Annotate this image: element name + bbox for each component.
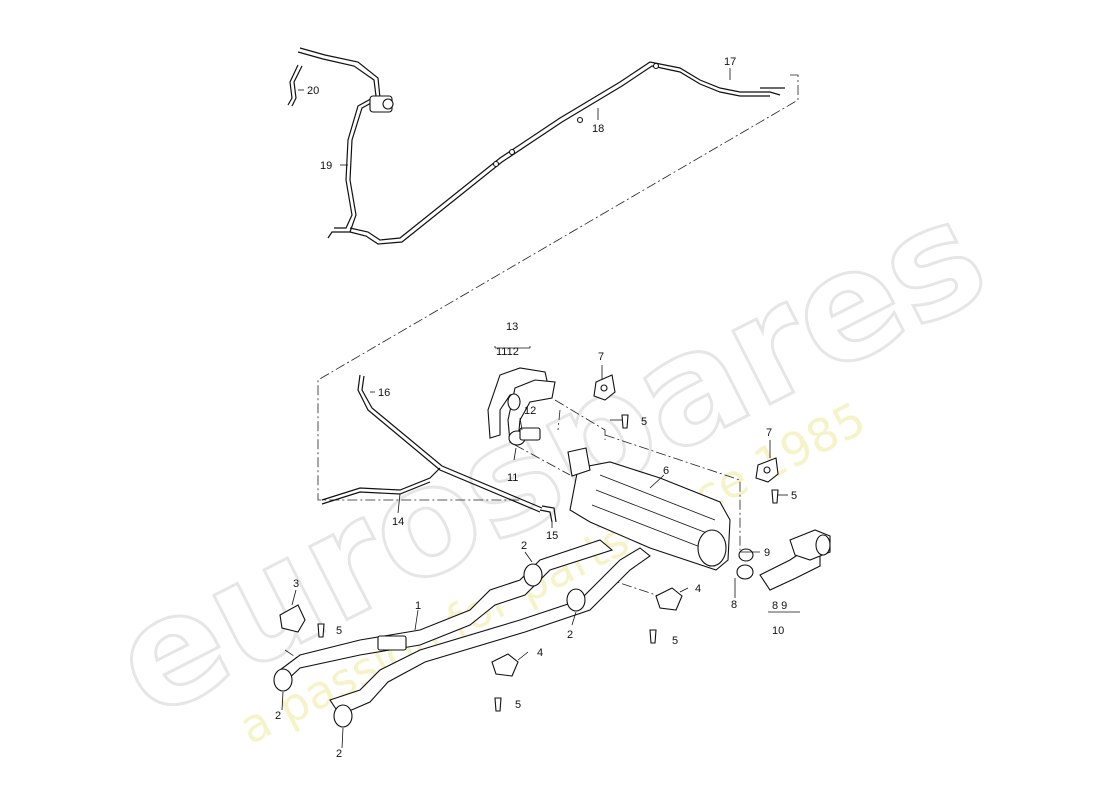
- bracket-7-right: [755, 457, 779, 483]
- fuel-line-19: [297, 47, 394, 239]
- callout-2-c: 2: [275, 710, 281, 722]
- callout-19: 19: [320, 160, 332, 172]
- callout-1: 1: [415, 600, 421, 612]
- callout-2-b: 2: [567, 629, 573, 641]
- callout-3: 3: [293, 578, 299, 590]
- hangers-3-4: [279, 587, 683, 677]
- tailpipes-8-9-10: [736, 529, 831, 591]
- callout-4-b: 4: [537, 647, 543, 659]
- leader-lines: [281, 68, 800, 749]
- callout-labels: 20 19 18 17 13 1112 16 12 11 7 5 7 5 6 1…: [275, 56, 797, 760]
- callout-20: 20: [307, 85, 319, 97]
- callout-2-d: 2: [336, 748, 342, 760]
- intake-pipes-11-12: [487, 367, 556, 446]
- callout-10: 10: [772, 625, 784, 637]
- callout-5-lower: 5: [515, 699, 521, 711]
- bracket-7-upper: [593, 374, 616, 401]
- callout-11-12: 1112: [496, 346, 519, 358]
- callout-5-right: 5: [791, 490, 797, 502]
- callout-5-left: 5: [336, 625, 342, 637]
- callout-2-a: 2: [521, 540, 527, 552]
- callout-5-mid: 5: [672, 635, 678, 647]
- callout-7-right: 7: [766, 427, 772, 439]
- callout-14: 14: [392, 516, 404, 528]
- callout-8: 8: [731, 599, 737, 611]
- bolts-5: [317, 414, 779, 712]
- callout-15: 15: [546, 530, 558, 542]
- fuel-line-18: [349, 61, 785, 245]
- vacuum-line-16: [357, 374, 543, 513]
- watermark-brand: eurospares: [87, 166, 1011, 752]
- clamps-2: [273, 563, 586, 728]
- vacuum-hose-15: [539, 505, 557, 523]
- callout-6: 6: [663, 465, 669, 477]
- callout-7-upper: 7: [598, 351, 604, 363]
- vacuum-line-14: [321, 467, 441, 505]
- callout-12: 12: [524, 405, 536, 417]
- watermark: eurospares a passion for parts since 198…: [86, 165, 1013, 755]
- callout-17: 17: [724, 56, 736, 68]
- callout-18: 18: [592, 123, 604, 135]
- callout-16: 16: [378, 387, 390, 399]
- callout-11: 11: [507, 472, 518, 484]
- vent-hose-20: [287, 64, 303, 107]
- callout-13: 13: [506, 321, 518, 333]
- callout-5-upper: 5: [641, 416, 647, 428]
- assembly-boundary-lines: [284, 74, 799, 661]
- callout-4-a: 4: [695, 583, 701, 595]
- callout-9: 9: [764, 547, 770, 559]
- silencer-6: [567, 447, 731, 571]
- callout-8-9: 8 9: [772, 600, 787, 612]
